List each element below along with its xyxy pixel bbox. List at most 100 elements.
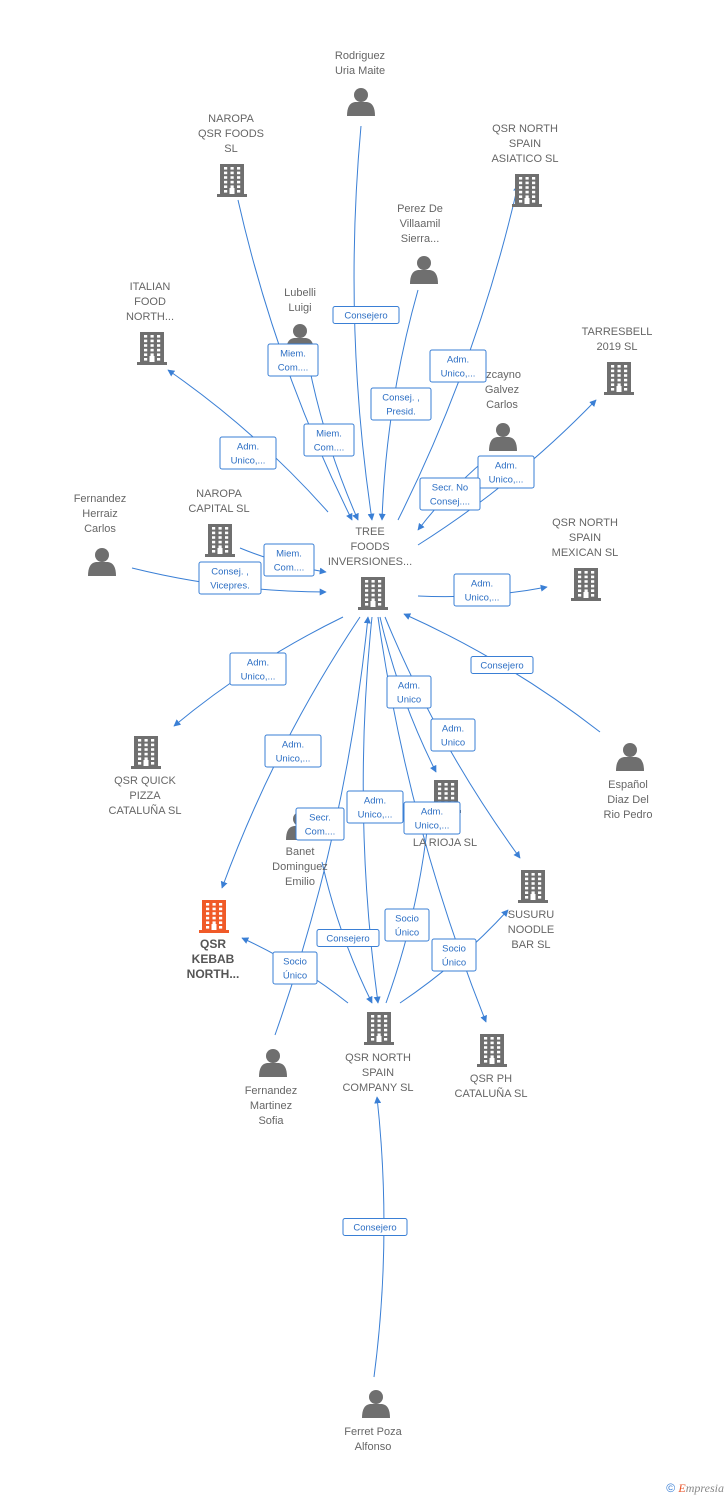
node-label: QSR NORTH [492,123,558,135]
edge-label-text: Adm. [421,807,443,818]
edge-label[interactable]: Adm. Unico,... [346,790,404,824]
person-icon [88,548,116,576]
building-icon [364,1012,394,1045]
edge-label-text: Unico,... [358,810,393,821]
node-tree[interactable]: TREEFOODSINVERSIONES... [328,526,412,610]
edge-label[interactable]: Miem.Com.... [303,423,355,457]
node-perez[interactable]: Perez DeVillaamilSierra... [397,203,443,284]
edge-labels-layer: ConsejeroMiem.Com....Adm.Unico,...Consej… [198,306,535,1236]
edge-label-box [370,387,432,421]
node-label: Rio Pedro [604,809,653,821]
edge-label[interactable]: Consejero [470,656,534,674]
building-icon [518,870,548,903]
edge-label[interactable]: Adm.Unico,... [477,455,535,489]
edge-label[interactable]: Adm.Unico [386,675,432,709]
edge-label-box [453,573,511,607]
edge-label-text: Com.... [278,363,309,374]
edge-label[interactable]: Secr.Com.... [295,807,345,841]
edge-label[interactable]: Consejero [316,929,380,947]
edge-label-box [332,306,400,324]
building-icon [571,568,601,601]
node-label: Fernandez [74,493,127,505]
node-label: PIZZA [129,790,161,802]
edge-label[interactable]: Adm.Unico,... [429,349,487,383]
node-label: Ferret Poza [344,1426,402,1438]
node-label: Herraiz [82,508,117,520]
edge-label[interactable]: Secr. NoConsej.... [419,477,481,511]
edge-label-box [403,801,461,835]
node-label: Sofia [258,1115,284,1127]
edge-label[interactable]: Adm.Unico,... [219,436,277,470]
edge-label-text: Com.... [314,443,345,454]
node-label: COMPANY SL [342,1082,413,1094]
brand-name: mpresia [685,1481,724,1495]
edge-label[interactable]: Adm.Unico,... [229,652,287,686]
edge-label[interactable]: Consej. , Presid. [370,387,432,421]
building-icon [477,1034,507,1067]
node-label: TREE [355,526,384,538]
edge-label-text: Consejero [326,934,369,945]
edge-label-text: Presid. [386,407,416,418]
person-icon [616,743,644,771]
building-icon [131,736,161,769]
node-label: SPAIN [509,138,541,150]
edge-label[interactable]: Adm.Unico,... [264,734,322,768]
node-label: Izcayno [483,369,521,381]
edge-label[interactable]: Consejero [342,1218,408,1236]
edge-label-text: Socio [442,944,466,955]
edge-label-text: Único [283,971,307,982]
edge-label-text: Unico,... [415,821,450,832]
node-label: Dominguez [272,861,328,873]
person-icon [362,1390,390,1418]
edge-label[interactable]: Consejero [332,306,400,324]
node-italian[interactable]: ITALIANFOODNORTH... [126,281,174,365]
node-label: QSR NORTH [552,517,618,529]
node-label: SPAIN [362,1067,394,1079]
node-label: BAR SL [511,939,550,951]
node-label: Sierra... [401,233,440,245]
person-icon [410,256,438,284]
edge-label[interactable]: Adm.Unico,... [453,573,511,607]
node-label: Galvez [485,384,519,396]
edge-label-text: Adm. [247,658,269,669]
edge-label-box [316,929,380,947]
edge-label-text: Consej. , [382,393,420,404]
edge-label[interactable]: Miem.Com.... [267,343,319,377]
node-label: QSR FOODS [198,128,264,140]
edge-label-text: Secr. No [432,483,468,494]
edge-label-box [264,734,322,768]
edge-label-text: Adm. [364,796,386,807]
node-label: Lubelli [284,287,316,299]
edge-label-text: Miem. [276,549,302,560]
edge-label[interactable]: Consej. ,Vicepres. [198,561,262,595]
node-label: TARRESBELL [582,326,653,338]
edge-label-box [219,436,277,470]
node-qsr_kebab[interactable]: QSRKEBABNORTH... [187,900,240,981]
edge-label[interactable]: Adm.Unico [430,718,476,752]
edge-label-text: Socio [395,914,419,925]
edge-label[interactable]: Miem.Com.... [263,543,315,577]
edge-label[interactable]: Adm. Unico,... [403,801,461,835]
edge-label-box [346,790,404,824]
node-label: Alfonso [355,1441,392,1453]
